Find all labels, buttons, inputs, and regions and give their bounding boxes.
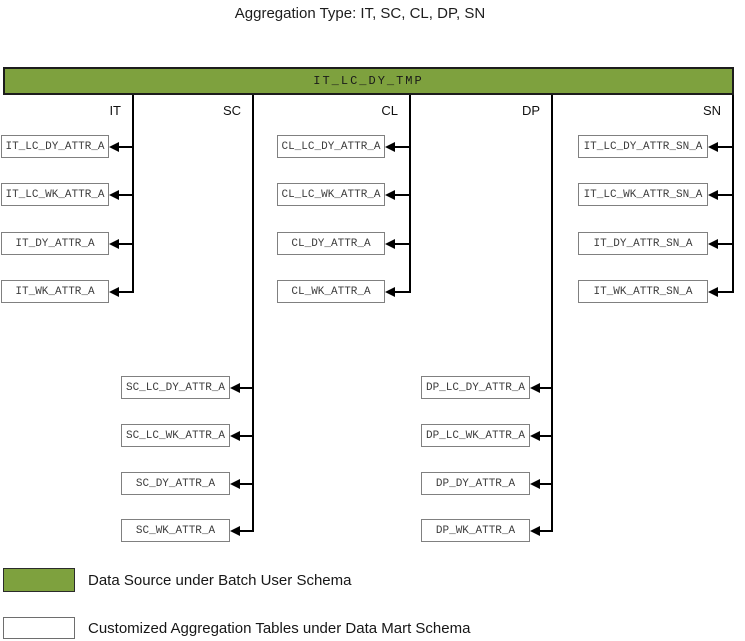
column-label-sc: SC — [222, 103, 241, 118]
table-box: CL_LC_DY_ATTR_A — [277, 135, 385, 158]
column-label-it: IT — [109, 103, 121, 118]
table-box: DP_LC_WK_ATTR_A — [421, 424, 530, 447]
root-table-bar: IT_LC_DY_TMP — [3, 67, 734, 95]
arrowhead-icon — [530, 383, 540, 393]
table-box: DP_WK_ATTR_A — [421, 519, 530, 542]
column-label-cl: CL — [381, 103, 398, 118]
arrowhead-icon — [708, 142, 718, 152]
table-box: IT_WK_ATTR_A — [1, 280, 109, 303]
table-box: CL_WK_ATTR_A — [277, 280, 385, 303]
arrowhead-icon — [530, 479, 540, 489]
table-box: IT_LC_WK_ATTR_A — [1, 183, 109, 206]
arrowhead-icon — [708, 190, 718, 200]
table-box: IT_DY_ATTR_SN_A — [578, 232, 708, 255]
legend-swatch-data-source — [3, 568, 75, 592]
arrowhead-icon — [230, 526, 240, 536]
arrowhead-icon — [708, 287, 718, 297]
legend-label-data-source: Data Source under Batch User Schema — [88, 571, 352, 589]
arrowhead-icon — [109, 142, 119, 152]
table-box: IT_WK_ATTR_SN_A — [578, 280, 708, 303]
column-label-dp: DP — [521, 103, 540, 118]
arrowhead-icon — [385, 287, 395, 297]
table-box: IT_LC_WK_ATTR_SN_A — [578, 183, 708, 206]
table-box: SC_DY_ATTR_A — [121, 472, 230, 495]
table-box: CL_LC_WK_ATTR_A — [277, 183, 385, 206]
legend-label-aggregation-table: Customized Aggregation Tables under Data… — [88, 619, 471, 637]
table-box: DP_DY_ATTR_A — [421, 472, 530, 495]
arrowhead-icon — [109, 190, 119, 200]
arrowhead-icon — [385, 142, 395, 152]
legend-swatch-aggregation-table — [3, 617, 75, 639]
arrowhead-icon — [385, 239, 395, 249]
arrowhead-icon — [385, 190, 395, 200]
arrowhead-icon — [530, 431, 540, 441]
table-box: IT_LC_DY_ATTR_A — [1, 135, 109, 158]
arrowhead-icon — [109, 287, 119, 297]
table-box: DP_LC_DY_ATTR_A — [421, 376, 530, 399]
table-box: SC_WK_ATTR_A — [121, 519, 230, 542]
diagram-title: Aggregation Type: IT, SC, CL, DP, SN — [234, 5, 486, 22]
table-box: IT_DY_ATTR_A — [1, 232, 109, 255]
table-box: SC_LC_WK_ATTR_A — [121, 424, 230, 447]
arrowhead-icon — [230, 479, 240, 489]
arrowhead-icon — [109, 239, 119, 249]
table-box: SC_LC_DY_ATTR_A — [121, 376, 230, 399]
arrowhead-icon — [530, 526, 540, 536]
table-box: IT_LC_DY_ATTR_SN_A — [578, 135, 708, 158]
column-label-sn: SN — [702, 103, 721, 118]
arrowhead-icon — [230, 383, 240, 393]
arrowhead-icon — [708, 239, 718, 249]
arrowhead-icon — [230, 431, 240, 441]
table-box: CL_DY_ATTR_A — [277, 232, 385, 255]
